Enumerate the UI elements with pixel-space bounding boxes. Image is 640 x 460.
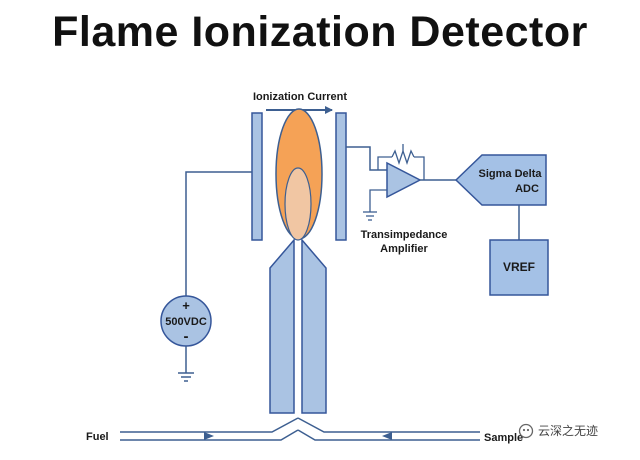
sigma-delta-adc bbox=[454, 154, 547, 206]
left-plate bbox=[251, 112, 263, 241]
fuel-label: Fuel bbox=[86, 431, 109, 443]
fuel-arrow bbox=[204, 432, 214, 440]
feedback-loop bbox=[377, 156, 392, 170]
wire-left bbox=[185, 171, 252, 296]
right-plate bbox=[335, 112, 347, 241]
sample-arrow bbox=[382, 432, 392, 440]
feedback-resistor bbox=[391, 148, 415, 166]
sample-label: Sample bbox=[484, 432, 523, 444]
burner-jet-left bbox=[269, 237, 295, 414]
adc-label-2: ADC bbox=[515, 183, 539, 195]
wechat-icon bbox=[518, 423, 534, 438]
gas-lines bbox=[120, 417, 480, 441]
watermark-text: 云深之无迹 bbox=[538, 424, 599, 438]
voltage-plus: + bbox=[182, 298, 190, 313]
adc-label-1: Sigma Delta bbox=[479, 168, 543, 180]
ground-symbol-source bbox=[178, 346, 194, 382]
transimpedance-label-1: Transimpedance bbox=[361, 229, 448, 241]
burner-jet-right bbox=[301, 237, 327, 414]
wire-right bbox=[346, 146, 387, 171]
feedback-return bbox=[414, 156, 425, 180]
ground-symbol-amplifier bbox=[363, 189, 387, 221]
transimpedance-amplifier bbox=[386, 161, 422, 199]
flame-inner bbox=[284, 167, 312, 241]
vref-label: VREF bbox=[503, 260, 535, 274]
transimpedance-label-2: Amplifier bbox=[380, 243, 428, 255]
vref-block bbox=[489, 239, 549, 296]
ionization-current-label: Ionization Current bbox=[253, 91, 347, 103]
page-title: Flame Ionization Detector bbox=[52, 8, 588, 56]
watermark: 云深之无迹 bbox=[518, 422, 598, 439]
voltage-minus: - bbox=[184, 328, 189, 345]
voltage-label: 500VDC bbox=[165, 316, 207, 328]
